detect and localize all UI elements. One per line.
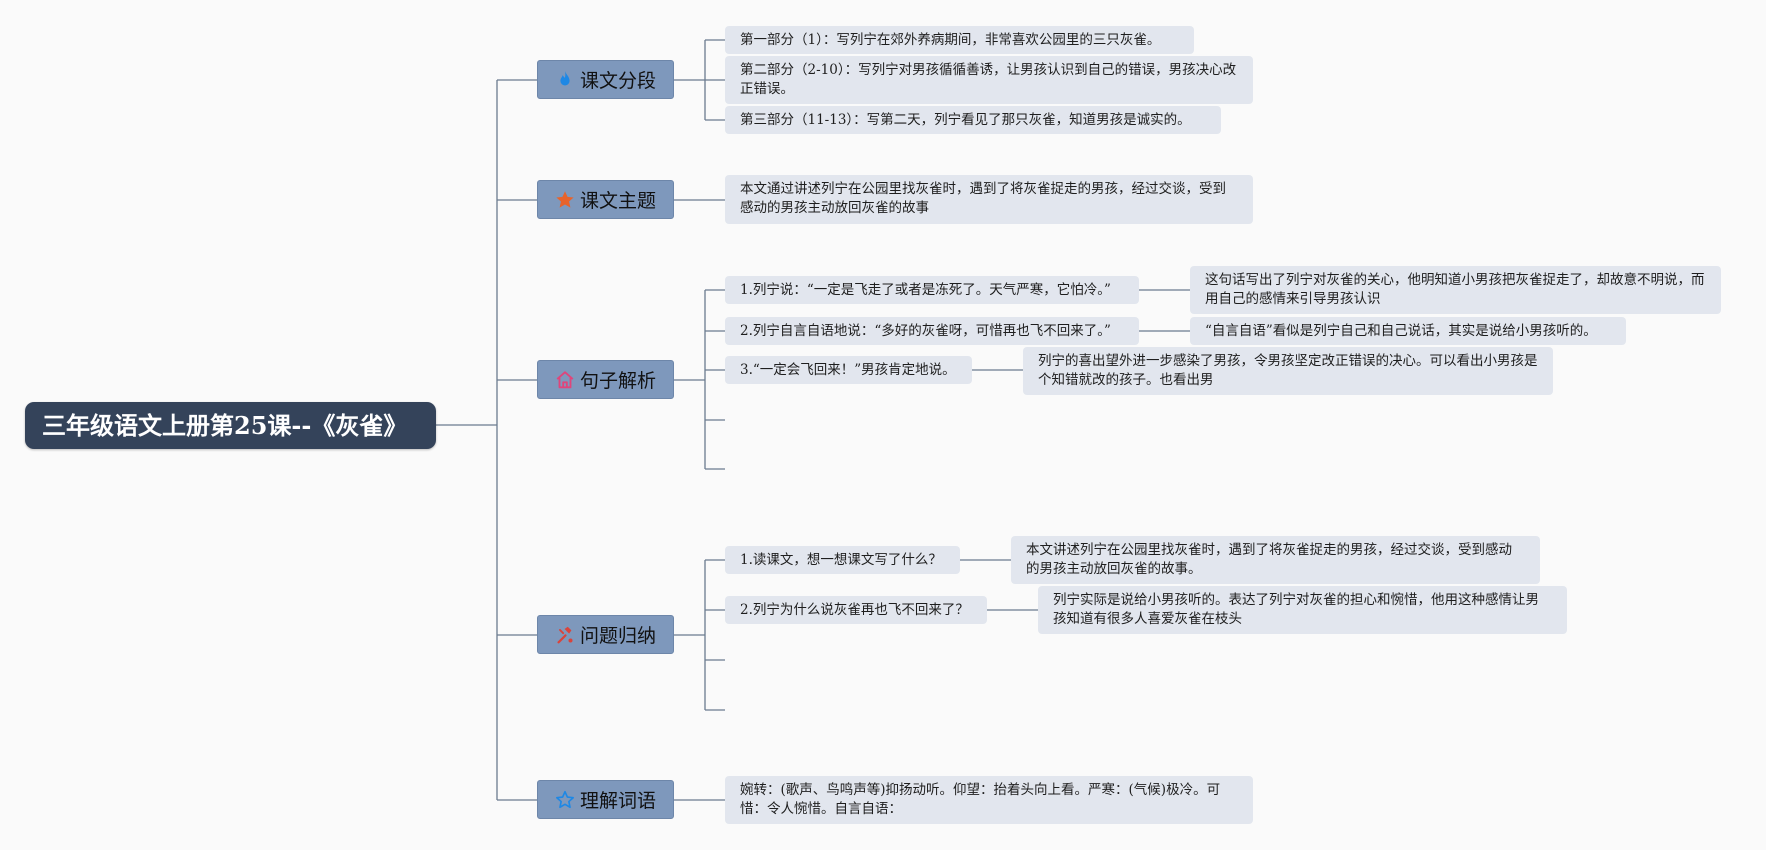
branch-text-theme[interactable]: 课文主题: [537, 180, 674, 219]
segment-leaf-3[interactable]: 第三部分（11-13）：写第二天，列宁看见了那只灰雀，知道男孩是诚实的。: [725, 106, 1221, 134]
mindmap-root-title[interactable]: 三年级语文上册第25课--《灰雀》: [25, 402, 436, 449]
star-icon: [554, 189, 576, 211]
flame-icon: [554, 69, 576, 91]
branch-label: 课文分段: [580, 70, 657, 92]
vocabulary-leaf[interactable]: 婉转：(歌声、鸟鸣声等)抑扬动听。仰望：抬着头向上看。严寒：(气候)极冷。可惜：…: [725, 776, 1253, 824]
question-leaf-1[interactable]: 1.读课文，想一想课文写了什么？: [725, 546, 960, 574]
sentence-detail-1[interactable]: 这句话写出了列宁对灰雀的关心，他明知道小男孩把灰雀捉走了，却故意不明说，而用自己…: [1190, 266, 1721, 314]
branch-question-summary[interactable]: 问题归纳: [537, 615, 674, 654]
sentence-leaf-3[interactable]: 3.“一定会飞回来！”男孩肯定地说。: [725, 356, 972, 384]
branch-text-segments[interactable]: 课文分段: [537, 60, 674, 99]
branch-label: 句子解析: [580, 370, 657, 392]
sentence-detail-2[interactable]: “自言自语”看似是列宁自己和自己说话，其实是说给小男孩听的。: [1190, 317, 1626, 345]
theme-leaf[interactable]: 本文通过讲述列宁在公园里找灰雀时，遇到了将灰雀捉走的男孩，经过交谈，受到感动的男…: [725, 175, 1253, 224]
branch-label: 理解词语: [580, 790, 657, 812]
sentence-detail-3[interactable]: 列宁的喜出望外进一步感染了男孩，令男孩坚定改正错误的决心。可以看出小男孩是个知错…: [1023, 347, 1553, 395]
sentence-leaf-2[interactable]: 2.列宁自言自语地说：“多好的灰雀呀，可惜再也飞不回来了。”: [725, 317, 1139, 345]
segment-leaf-1[interactable]: 第一部分（1）：写列宁在郊外养病期间，非常喜欢公园里的三只灰雀。: [725, 26, 1194, 54]
question-leaf-2[interactable]: 2.列宁为什么说灰雀再也飞不回来了？: [725, 596, 987, 624]
segment-leaf-2[interactable]: 第二部分（2-10）：写列宁对男孩循循善诱，让男孩认识到自己的错误，男孩决心改正…: [725, 56, 1253, 104]
sentence-leaf-1[interactable]: 1.列宁说：“一定是飞走了或者是冻死了。天气严寒，它怕冷。”: [725, 276, 1139, 304]
branch-label: 课文主题: [580, 190, 657, 212]
branch-vocabulary[interactable]: 理解词语: [537, 780, 674, 819]
tools-icon: [554, 624, 576, 646]
star-outline-icon: [554, 789, 576, 811]
question-answer-1[interactable]: 本文讲述列宁在公园里找灰雀时，遇到了将灰雀捉走的男孩，经过交谈，受到感动的男孩主…: [1011, 536, 1540, 584]
branch-label: 问题归纳: [580, 625, 657, 647]
branch-sentence-analysis[interactable]: 句子解析: [537, 360, 674, 399]
home-icon: [554, 369, 576, 391]
question-answer-2[interactable]: 列宁实际是说给小男孩听的。表达了列宁对灰雀的担心和惋惜，他用这种感情让男孩知道有…: [1038, 586, 1567, 634]
